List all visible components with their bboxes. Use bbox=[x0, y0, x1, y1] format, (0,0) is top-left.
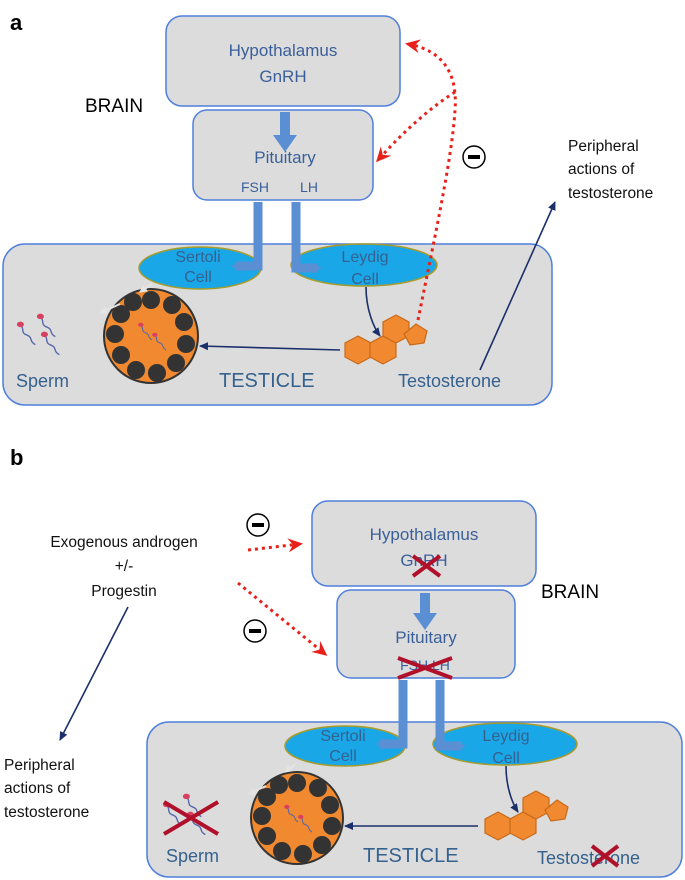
cross-fsh-lh-icon bbox=[397, 656, 453, 680]
exogenous-label-3: Progestin bbox=[91, 583, 156, 600]
testosterone-molecule-a bbox=[344, 314, 428, 365]
hypothalamus-box-b bbox=[311, 500, 537, 587]
sertoli-label-a-2: Cell bbox=[184, 269, 212, 286]
fsh-lh-label-b: FSH LH bbox=[400, 657, 450, 673]
testosterone-label-a: Testosterone bbox=[398, 371, 501, 391]
hypothalamus-label-b: Hypothalamus bbox=[370, 525, 479, 544]
peripheral-arrow-b bbox=[59, 606, 129, 741]
leydig-label-a-2: Cell bbox=[351, 271, 379, 288]
panel-b-label: b bbox=[10, 445, 23, 470]
brain-label-b: BRAIN bbox=[541, 582, 599, 603]
gnrh-label-b: GnRH bbox=[400, 551, 447, 570]
leydig-label-a-1: Leydig bbox=[341, 249, 388, 266]
gnrh-label-a: GnRH bbox=[259, 67, 306, 86]
testosterone-to-tubule-arrow-a bbox=[199, 342, 341, 351]
exogenous-label-2: +/- bbox=[115, 558, 134, 575]
fsh-arrow-b bbox=[376, 680, 408, 749]
gray-arrow-a bbox=[99, 303, 121, 314]
peripheral-label-a-2: actions of bbox=[568, 161, 635, 178]
testosterone-label-b: Testosterone bbox=[537, 848, 640, 868]
leydig-cell-b bbox=[432, 722, 578, 766]
gray-arrow-a2 bbox=[139, 283, 153, 293]
panel-a: a Hypothalamus GnRH Pituitary FSH LH BRA… bbox=[2, 10, 653, 406]
hypothalamus-label-a: Hypothalamus bbox=[229, 41, 338, 60]
sertoli-label-a-1: Sertoli bbox=[175, 249, 220, 266]
minus-bar-b1 bbox=[252, 523, 264, 527]
peripheral-arrow-a bbox=[479, 201, 556, 371]
gnrh-arrow-shaft-a bbox=[280, 112, 290, 136]
cross-sperm-icon bbox=[162, 800, 220, 836]
pituitary-box-a bbox=[192, 109, 374, 201]
brain-label-a: BRAIN bbox=[85, 96, 143, 117]
feedback-hypothalamus-a bbox=[405, 39, 457, 321]
peripheral-label-a-3: testosterone bbox=[568, 185, 653, 202]
panel-b: b Hypothalamus GnRH Pituitary FSH LH BRA… bbox=[4, 445, 683, 878]
sertoli-label-b-2: Cell bbox=[329, 748, 357, 765]
pituitary-label-a: Pituitary bbox=[254, 148, 316, 167]
feedback-pituitary-a bbox=[375, 90, 456, 163]
gray-arrow-b2 bbox=[284, 763, 297, 773]
testicle-label-a: TESTICLE bbox=[219, 370, 315, 392]
gnrh-arrow-head-a bbox=[273, 135, 297, 152]
fsh-arrow-a bbox=[231, 202, 263, 271]
minus-bar-a bbox=[468, 155, 480, 159]
panel-a-label: a bbox=[10, 10, 23, 35]
pituitary-label-b: Pituitary bbox=[395, 628, 457, 647]
leydig-cell-a bbox=[290, 243, 438, 287]
peripheral-label-b-3: testosterone bbox=[4, 804, 89, 821]
testosterone-molecule-b bbox=[484, 790, 569, 841]
inhibit-pituitary-b bbox=[237, 581, 328, 656]
gray-arrow-b bbox=[247, 785, 267, 795]
gnrh-arrow-shaft-b bbox=[420, 593, 430, 615]
lh-label-a: LH bbox=[300, 179, 318, 195]
sertoli-label-b-1: Sertoli bbox=[320, 728, 365, 745]
peripheral-label-b-2: actions of bbox=[4, 780, 71, 797]
lh-arrow-b bbox=[435, 680, 466, 751]
testicle-label-b: TESTICLE bbox=[363, 845, 459, 867]
peripheral-label-a-1: Peripheral bbox=[568, 138, 639, 155]
seminiferous-tubule-a bbox=[103, 288, 199, 384]
cross-testosterone-icon bbox=[590, 844, 620, 868]
sperm-label-b: Sperm bbox=[166, 846, 219, 866]
sperm-label-a: Sperm bbox=[16, 371, 69, 391]
pituitary-box-b bbox=[336, 589, 516, 679]
fsh-label-a: FSH bbox=[241, 179, 269, 195]
hypothalamus-box-a bbox=[165, 15, 401, 107]
peripheral-label-b-1: Peripheral bbox=[4, 757, 75, 774]
leydig-to-testosterone-arrow-b bbox=[505, 765, 519, 813]
exogenous-label-1: Exogenous androgen bbox=[50, 534, 197, 551]
inhibit-hypothalamus-b bbox=[247, 538, 303, 553]
leydig-to-testosterone-arrow-a bbox=[365, 286, 381, 337]
seminiferous-tubule-b bbox=[250, 771, 344, 865]
leydig-label-b-2: Cell bbox=[492, 750, 520, 767]
gnrh-arrow-head-b bbox=[413, 613, 437, 630]
lh-arrow-a bbox=[291, 202, 322, 273]
cross-gnrh-icon bbox=[411, 554, 442, 578]
leydig-label-b-1: Leydig bbox=[482, 728, 529, 745]
minus-bar-b2 bbox=[249, 629, 261, 633]
